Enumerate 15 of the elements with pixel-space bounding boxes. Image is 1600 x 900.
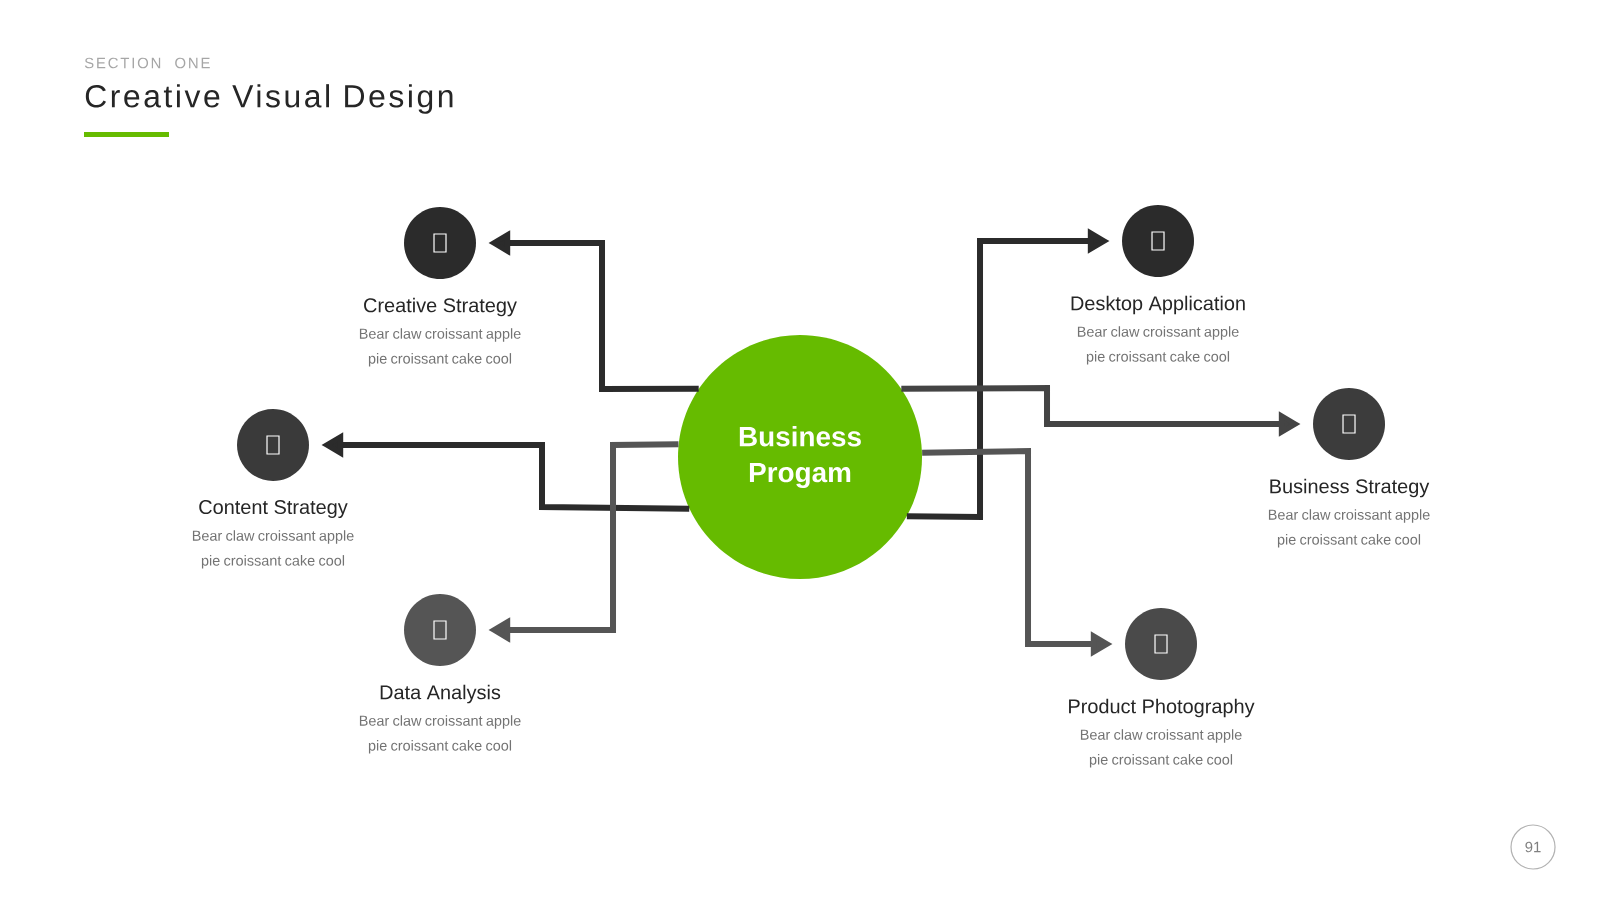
node-heading: Product Photography (1069, 698, 1255, 718)
node-heading: Business Strategy (1270, 478, 1430, 498)
node-description: Bear claw croissant apple pie croissant cake cool (192, 530, 354, 569)
node-description: Bear claw croissant apple pie croissant cake cool (1268, 509, 1430, 548)
node-heading: Content Strategy (199, 500, 348, 519)
title: Creative Visual Design (85, 84, 453, 114)
node-heading: Data Analysis (380, 684, 501, 704)
node-description: Bear claw croissant apple pie croissant cake cool (359, 328, 521, 367)
node-description: Bear claw croissant apple pie croissant cake cool (1077, 326, 1239, 365)
section-label: SECTION ONE (84, 57, 210, 69)
node-heading: Desktop Application (1071, 295, 1245, 315)
node-description: Bear claw croissant apple pie croissant cake cool (359, 715, 521, 754)
node-heading: Creative Strategy (364, 297, 517, 317)
page-number: 91 (1510, 824, 1556, 870)
node-description: Bear claw croissant apple pie croissant cake cool (1080, 729, 1242, 768)
